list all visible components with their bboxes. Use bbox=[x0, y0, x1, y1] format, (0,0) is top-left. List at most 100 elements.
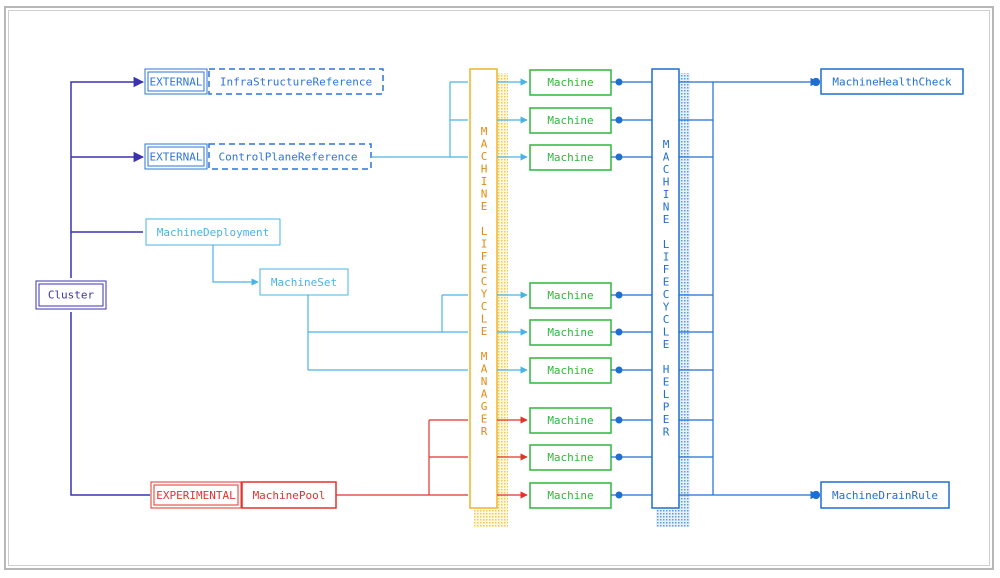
machine-pool-group[interactable]: EXPERIMENTAL MachinePool bbox=[150, 481, 337, 509]
connector-dot bbox=[615, 416, 623, 424]
machine-label: Machine bbox=[547, 489, 593, 502]
bar-letter: E bbox=[663, 213, 670, 226]
machine-label: Machine bbox=[547, 114, 593, 127]
machine-label: Machine bbox=[547, 326, 593, 339]
machine-node[interactable]: Machine bbox=[529, 69, 612, 96]
bar-letter: L bbox=[481, 313, 488, 326]
cluster-node[interactable]: Cluster bbox=[35, 280, 107, 310]
connector-dot bbox=[615, 491, 623, 499]
bar-letter: F bbox=[481, 250, 488, 263]
machine-node[interactable]: Machine bbox=[529, 319, 612, 346]
machine-drain-rule-label: MachineDrainRule bbox=[832, 489, 938, 502]
bar-letter: E bbox=[663, 376, 670, 389]
machine-node[interactable]: Machine bbox=[529, 357, 612, 384]
bar-letter: E bbox=[481, 413, 488, 426]
bar-letter: I bbox=[663, 188, 670, 201]
helper-rows bbox=[679, 119, 713, 458]
bar-letter: L bbox=[663, 238, 670, 251]
helper-edges bbox=[679, 77, 821, 500]
machine-label: Machine bbox=[547, 414, 593, 427]
bar-letter: A bbox=[663, 151, 670, 164]
connector-dot bbox=[615, 366, 623, 374]
machine-node[interactable]: Machine bbox=[529, 444, 612, 471]
machine-node[interactable]: Machine bbox=[529, 407, 612, 434]
machine-node[interactable]: Machine bbox=[529, 482, 612, 509]
machine-deployment-node[interactable]: MachineDeployment bbox=[145, 218, 281, 246]
machine-label: Machine bbox=[547, 76, 593, 89]
bar-letter: E bbox=[481, 200, 488, 213]
bar-letter: L bbox=[663, 326, 670, 339]
machine-node[interactable]: Machine bbox=[529, 107, 612, 134]
bar-letter: L bbox=[663, 388, 670, 401]
bar-letter: E bbox=[663, 338, 670, 351]
machine-health-check-label: MachineHealthCheck bbox=[832, 76, 952, 89]
machines: MachineMachineMachineMachineMachineMachi… bbox=[497, 69, 652, 509]
control-plane-reference-group[interactable]: EXTERNAL ControlPlaneReference bbox=[144, 143, 372, 170]
connector-dot bbox=[615, 153, 623, 161]
bar-letter: H bbox=[663, 176, 670, 189]
machine-set-node[interactable]: MachineSet bbox=[259, 268, 349, 296]
external-badge-2: EXTERNAL bbox=[150, 151, 203, 164]
bar-letter: C bbox=[481, 150, 488, 163]
machine-node[interactable]: Machine bbox=[529, 144, 612, 171]
bar-letter: H bbox=[663, 363, 670, 376]
bar-letter: P bbox=[663, 401, 670, 414]
bar-letter: C bbox=[481, 275, 488, 288]
bar-letter: E bbox=[481, 263, 488, 276]
machine-label: Machine bbox=[547, 289, 593, 302]
bar-letter: I bbox=[663, 251, 670, 264]
bar-letter: C bbox=[481, 300, 488, 313]
bar-letter: E bbox=[663, 276, 670, 289]
outer-frame bbox=[4, 6, 994, 570]
bar-letter: C bbox=[663, 288, 670, 301]
bar-letter: L bbox=[481, 225, 488, 238]
machine-node[interactable]: Machine bbox=[529, 282, 612, 309]
machine-set-label: MachineSet bbox=[271, 276, 337, 289]
inner-frame bbox=[8, 10, 990, 566]
bar-letter: A bbox=[481, 138, 488, 151]
bar-letter: F bbox=[663, 263, 670, 276]
bar-letter: C bbox=[663, 313, 670, 326]
bar-letter: H bbox=[481, 163, 488, 176]
machine-deployment-label: MachineDeployment bbox=[157, 226, 270, 239]
machine-label: Machine bbox=[547, 364, 593, 377]
cluster-edges bbox=[70, 76, 150, 496]
machine-label: Machine bbox=[547, 451, 593, 464]
machine-label: Machine bbox=[547, 151, 593, 164]
experimental-badge: EXPERIMENTAL bbox=[156, 489, 236, 502]
bar-letter: M bbox=[481, 125, 488, 138]
bar-letter: N bbox=[481, 188, 488, 201]
bar-letter: Y bbox=[663, 301, 670, 314]
bar-letter: G bbox=[481, 400, 488, 413]
connector-dot bbox=[615, 328, 623, 336]
bar-letter: E bbox=[663, 413, 670, 426]
connector-dot bbox=[615, 291, 623, 299]
bar-letter: I bbox=[481, 175, 488, 188]
cluster-label: Cluster bbox=[48, 289, 95, 302]
connector-dot bbox=[615, 78, 623, 86]
machine-pool-label: MachinePool bbox=[253, 489, 326, 502]
external-badge-1: EXTERNAL bbox=[150, 76, 203, 89]
bar-letter: Y bbox=[481, 288, 488, 301]
connector-dot bbox=[615, 453, 623, 461]
infra-reference-group[interactable]: EXTERNAL InfraStructureReference bbox=[144, 68, 384, 95]
bar-letter: R bbox=[663, 426, 670, 439]
bar-letter: A bbox=[481, 388, 488, 401]
machine-pool-edges bbox=[336, 419, 468, 496]
machine-drain-rule-node[interactable]: MachineDrainRule bbox=[820, 481, 950, 509]
infra-reference-label: InfraStructureReference bbox=[220, 76, 372, 89]
bar-letter: N bbox=[481, 375, 488, 388]
bar-letter: M bbox=[481, 350, 488, 363]
bar-letter: R bbox=[481, 425, 488, 438]
connector-dot bbox=[615, 116, 623, 124]
bar-letter: A bbox=[481, 363, 488, 376]
bar-letter: C bbox=[663, 163, 670, 176]
machine-health-check-node[interactable]: MachineHealthCheck bbox=[820, 68, 964, 95]
bar-letter: M bbox=[663, 138, 670, 151]
bar-letter: N bbox=[663, 201, 670, 214]
